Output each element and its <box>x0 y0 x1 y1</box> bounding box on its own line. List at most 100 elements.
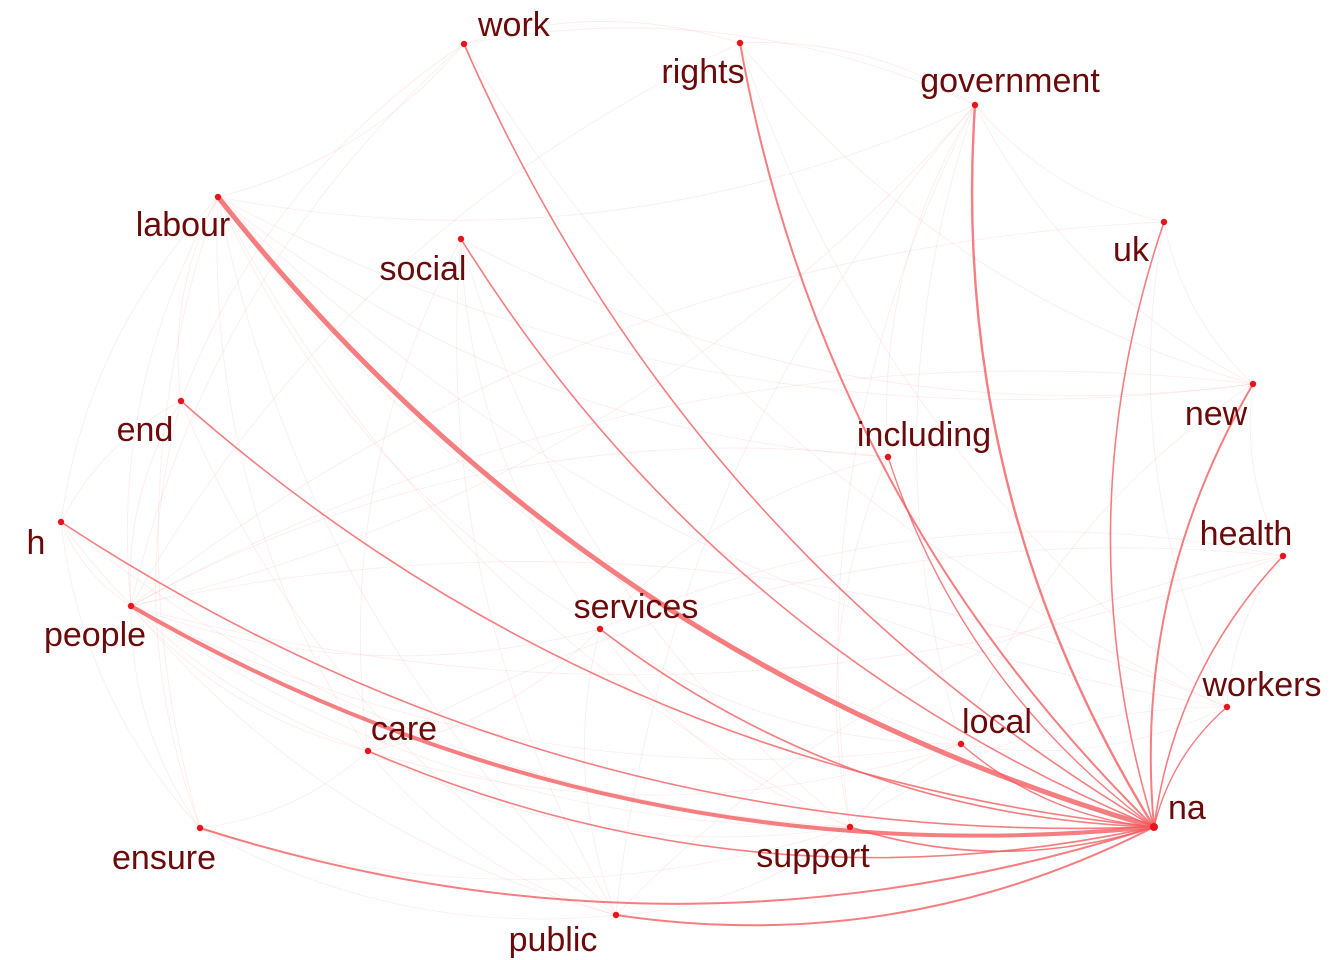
edge-new-people <box>130 370 1254 607</box>
edge-care-services <box>367 628 601 752</box>
node-layer <box>57 39 1287 919</box>
edge-labour-government <box>217 104 976 221</box>
edge-work-end <box>180 43 465 402</box>
edge-care-na <box>367 750 1155 859</box>
edge-labour-care <box>216 196 369 752</box>
node-label-rights: rights <box>661 53 744 91</box>
edge-labour-services <box>217 196 601 630</box>
node-label-na: na <box>1168 789 1206 827</box>
edge-ensure-na <box>199 826 1155 905</box>
edge-government-uk <box>974 104 1165 223</box>
edge-rights-people <box>130 42 741 607</box>
node-services <box>596 625 604 633</box>
edge-labour-workers <box>217 196 1228 708</box>
edge-services-local <box>599 628 962 745</box>
edge-rights-na <box>739 42 1155 828</box>
node-label-social: social <box>380 250 467 288</box>
edge-labour-h <box>60 196 219 523</box>
edge-workers-support <box>849 706 1228 828</box>
edge-end-ensure <box>155 400 201 829</box>
edge-care-local <box>367 743 962 796</box>
edge-services-public <box>584 628 617 916</box>
edge-people-local <box>130 605 962 760</box>
node-government <box>971 101 979 109</box>
node-label-services: services <box>574 588 699 626</box>
node-work <box>460 40 468 48</box>
edge-h-care <box>60 521 369 752</box>
edge-h-ensure <box>60 521 201 829</box>
node-label-health: health <box>1200 515 1293 553</box>
node-h <box>57 518 65 526</box>
edge-social-new <box>460 238 1254 396</box>
node-uk <box>1160 218 1168 226</box>
edge-health-workers <box>1226 555 1284 708</box>
edge-end-public <box>180 400 617 916</box>
node-label-public: public <box>509 921 598 959</box>
edge-end-people <box>129 400 182 607</box>
edge-labour-support <box>217 196 851 828</box>
edge-local-na <box>960 743 1155 828</box>
node-people <box>127 602 135 610</box>
node-label-support: support <box>756 837 870 875</box>
node-label-new: new <box>1185 395 1248 433</box>
node-local <box>957 740 965 748</box>
edge-work-na <box>463 43 1155 828</box>
edge-social-na <box>460 238 1155 828</box>
edge-people-public <box>130 605 617 916</box>
edge-people-health <box>130 555 1284 676</box>
edge-uk-workers <box>1149 221 1228 708</box>
edge-h-na <box>60 521 1155 830</box>
edge-labour-local <box>217 196 962 745</box>
edge-government-local <box>916 104 976 745</box>
edge-rights-new <box>739 42 1254 385</box>
edge-rights-workers <box>739 42 1228 708</box>
edge-ensure-care <box>199 750 369 829</box>
edge-people-care <box>130 605 369 752</box>
edge-uk-people <box>130 221 1165 607</box>
node-label-people: people <box>44 616 146 654</box>
edge-work-workers <box>463 43 1228 708</box>
edge-labour-new <box>217 196 1254 401</box>
edge-local-support <box>849 743 962 828</box>
edge-h-support <box>60 521 851 828</box>
node-label-local: local <box>962 703 1032 741</box>
edge-rights-work <box>463 21 741 45</box>
node-care <box>364 747 372 755</box>
edge-government-support <box>837 104 976 828</box>
node-public <box>612 911 620 919</box>
edge-labour-including <box>217 196 889 458</box>
edge-workers-na <box>1153 706 1228 828</box>
edge-h-people <box>60 521 132 607</box>
edge-labour-na <box>215 194 1157 830</box>
edge-ensure-support <box>199 826 851 880</box>
edge-including-services <box>599 456 889 630</box>
node-end <box>177 397 185 405</box>
edge-people-ensure <box>130 605 201 829</box>
edge-government-na <box>970 103 1156 829</box>
edge-including-support <box>835 456 889 828</box>
edge-work-people <box>130 43 465 607</box>
edge-including-na <box>887 456 1155 828</box>
node-rights <box>736 39 744 47</box>
edge-new-na <box>1149 383 1254 828</box>
node-label-workers: workers <box>1201 666 1321 704</box>
node-ensure <box>196 824 204 832</box>
edge-services-na <box>599 628 1155 828</box>
edge-labour-work <box>217 43 465 198</box>
node-labour <box>214 193 222 201</box>
edge-labour-ensure <box>157 196 219 829</box>
edge-local-workers <box>960 706 1228 752</box>
node-label-uk: uk <box>1113 231 1150 269</box>
edge-government-including <box>886 104 976 458</box>
node-support <box>846 823 854 831</box>
node-health <box>1279 552 1287 560</box>
edge-workers-people <box>130 561 1228 708</box>
node-workers <box>1223 703 1231 711</box>
node-label-government: government <box>920 62 1100 100</box>
edge-labour-end <box>177 196 219 402</box>
edge-people-na <box>129 604 1156 838</box>
node-label-ensure: ensure <box>112 839 216 877</box>
edge-social-support <box>460 238 851 828</box>
edge-labour-people <box>126 196 219 607</box>
